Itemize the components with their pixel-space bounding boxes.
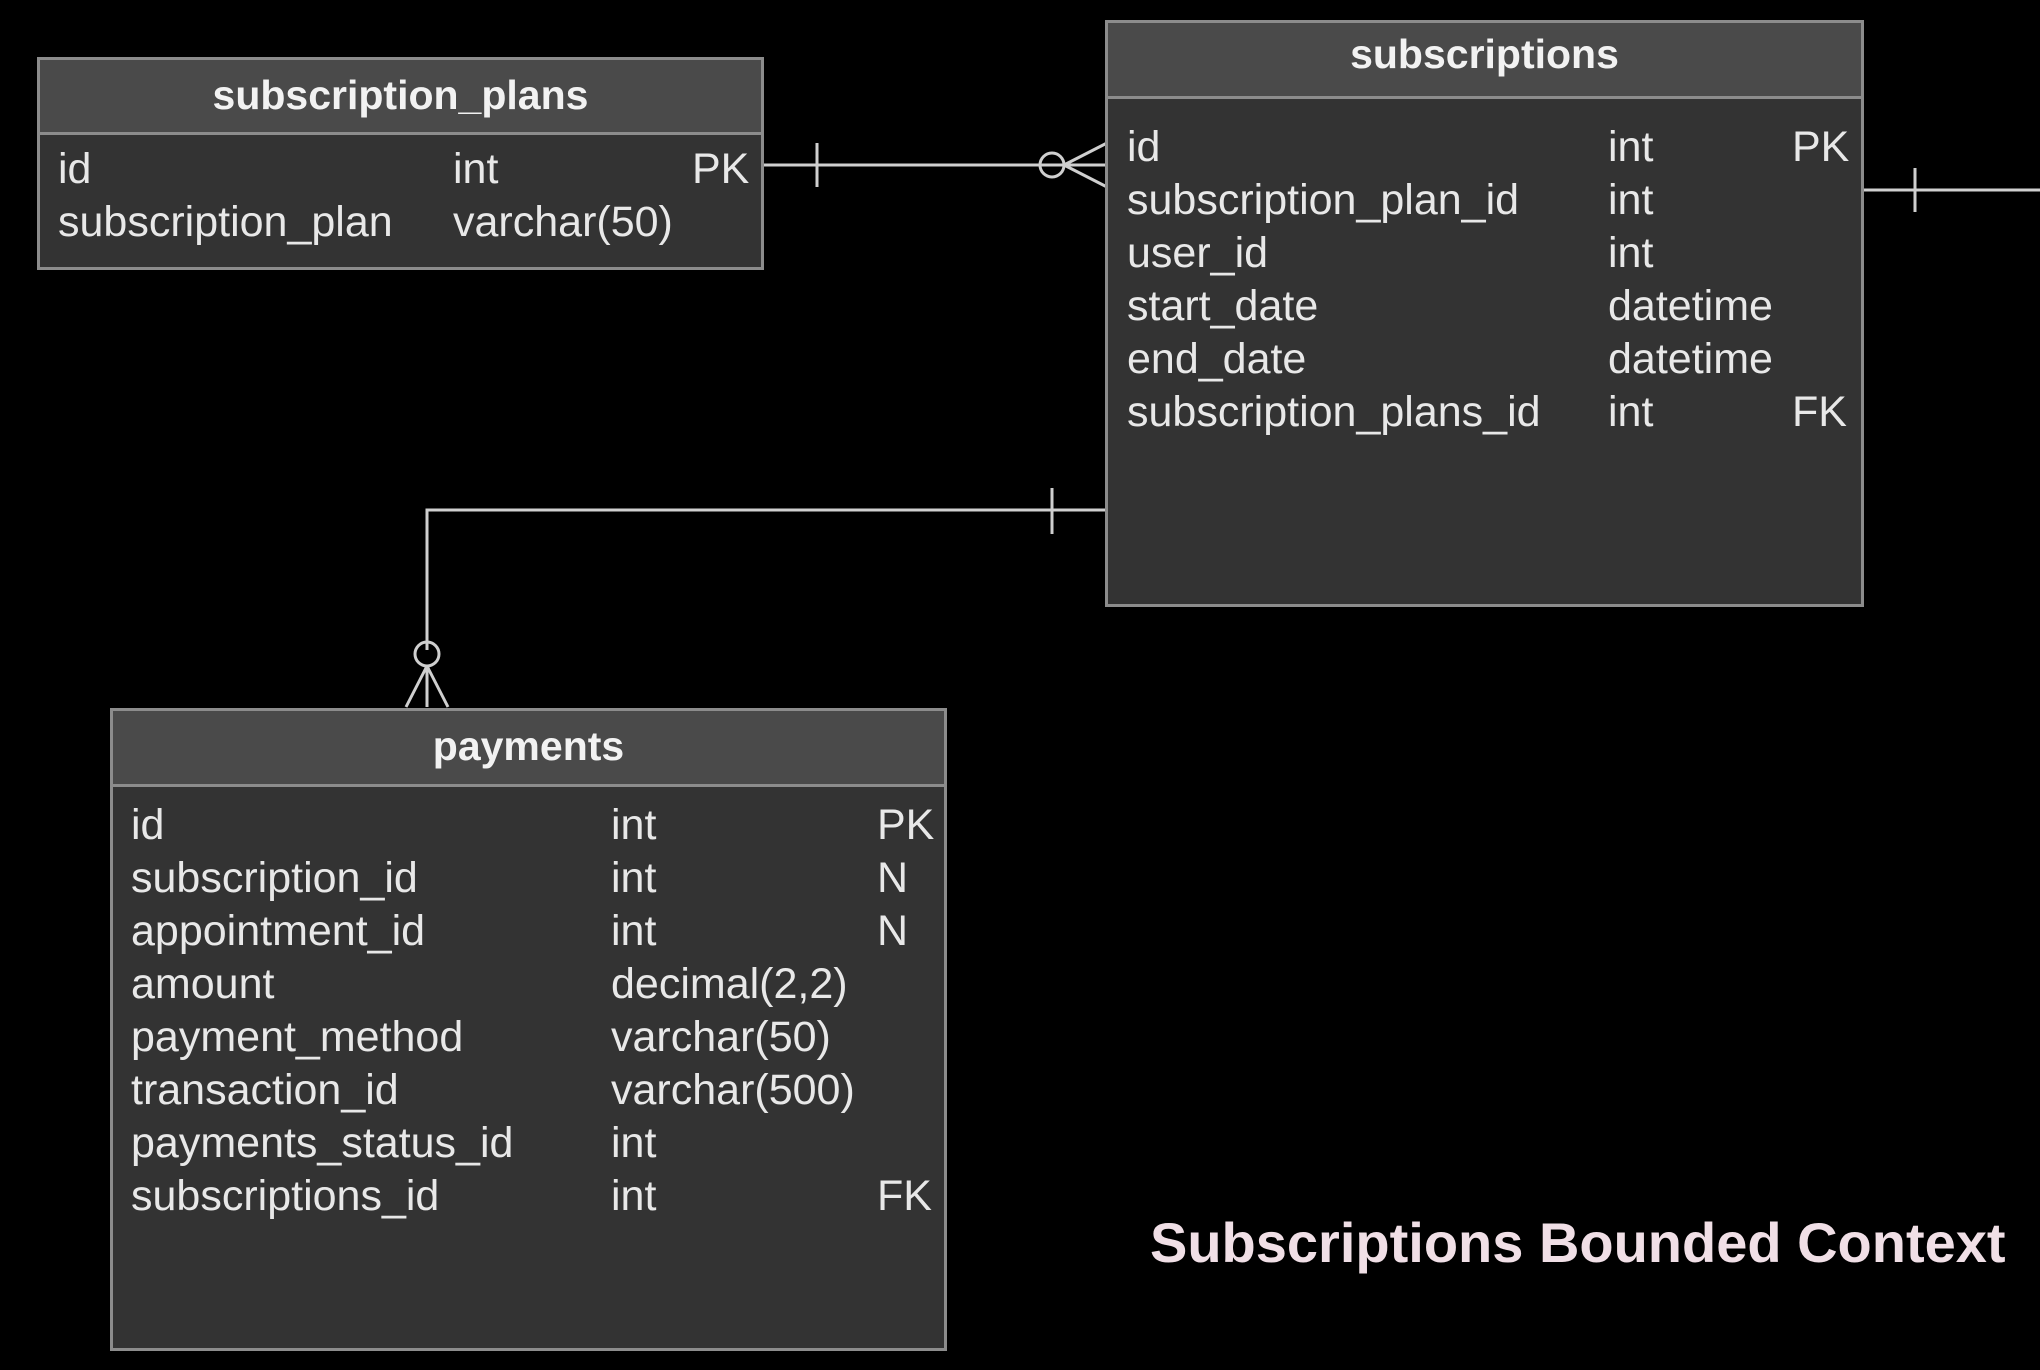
entity-subscription-plans[interactable]: subscription_plans id int PK subscriptio… — [37, 57, 764, 270]
entity-subscriptions[interactable]: subscriptions id int PK subscription_pla… — [1105, 20, 1864, 607]
attribute-name: subscriptions_id — [131, 1172, 440, 1220]
entity-attributes: id int PK subscription_plan_id int user_… — [1108, 99, 1861, 441]
attribute-type: int — [1608, 176, 1654, 224]
attribute-name: start_date — [1127, 282, 1319, 330]
attribute-row: amount decimal(2,2) — [113, 960, 944, 1013]
attribute-name: id — [58, 145, 92, 193]
entity-payments[interactable]: payments id int PK subscription_id int N… — [110, 708, 947, 1351]
attribute-type: int — [611, 907, 657, 955]
entity-title-subscriptions: subscriptions — [1108, 23, 1861, 99]
attribute-type: int — [611, 801, 657, 849]
attribute-type: int — [1608, 388, 1654, 436]
attribute-name: transaction_id — [131, 1066, 399, 1114]
attribute-row: id int PK — [113, 801, 944, 854]
entity-title-subscription-plans: subscription_plans — [40, 60, 761, 135]
attribute-row: subscriptions_id int FK — [113, 1172, 944, 1225]
attribute-key: N — [877, 907, 909, 955]
attribute-key: FK — [1792, 388, 1847, 436]
entity-attributes: id int PK subscription_id int N appointm… — [113, 787, 944, 1225]
attribute-type: varchar(500) — [611, 1066, 855, 1114]
attribute-name: subscription_plans_id — [1127, 388, 1541, 436]
attribute-key: FK — [877, 1172, 932, 1220]
attribute-name: payments_status_id — [131, 1119, 514, 1167]
attribute-name: subscription_plan — [58, 198, 393, 246]
attribute-row: payment_method varchar(50) — [113, 1013, 944, 1066]
attribute-type: datetime — [1608, 282, 1773, 330]
attribute-name: subscription_plan_id — [1127, 176, 1520, 224]
attribute-row: subscription_plans_id int FK — [1108, 388, 1861, 441]
attribute-key: PK — [1792, 123, 1850, 171]
attribute-type: int — [611, 1119, 657, 1167]
attribute-row: subscription_plan varchar(50) — [40, 198, 761, 251]
subscriptions-crowfoot-a — [1063, 141, 1108, 167]
bounded-context-title: Subscriptions Bounded Context — [1150, 1211, 2006, 1274]
attribute-name: subscription_id — [131, 854, 418, 902]
attribute-type: int — [611, 1172, 657, 1220]
attribute-row: appointment_id int N — [113, 907, 944, 960]
subscriptions-crowfoot-b — [1063, 163, 1108, 189]
attribute-name: payment_method — [131, 1013, 464, 1061]
attribute-row: subscription_plan_id int — [1108, 176, 1861, 229]
attribute-key: PK — [877, 801, 935, 849]
attribute-type: int — [1608, 229, 1654, 277]
attribute-row: start_date datetime — [1108, 282, 1861, 335]
attribute-key: PK — [692, 145, 750, 193]
attribute-type: int — [1608, 123, 1654, 171]
attribute-row: transaction_id varchar(500) — [113, 1066, 944, 1119]
attribute-name: appointment_id — [131, 907, 426, 955]
attribute-type: decimal(2,2) — [611, 960, 848, 1008]
attribute-row: id int PK — [40, 145, 761, 198]
payments-crowfoot-b — [425, 665, 450, 708]
entity-title-payments: payments — [113, 711, 944, 787]
attribute-type: datetime — [1608, 335, 1773, 383]
payments-crowfoot-a — [404, 665, 429, 708]
attribute-row: payments_status_id int — [113, 1119, 944, 1172]
subscriptions-to-payments-line — [425, 508, 1107, 650]
attribute-row: id int PK — [1108, 123, 1861, 176]
attribute-name: id — [131, 801, 165, 849]
attribute-row: subscription_id int N — [113, 854, 944, 907]
attribute-type: int — [611, 854, 657, 902]
attribute-type: varchar(50) — [453, 198, 673, 246]
attribute-type: varchar(50) — [611, 1013, 831, 1061]
attribute-name: amount — [131, 960, 275, 1008]
entity-attributes: id int PK subscription_plan varchar(50) — [40, 135, 761, 251]
attribute-name: id — [1127, 123, 1161, 171]
attribute-row: user_id int — [1108, 229, 1861, 282]
attribute-type: int — [453, 145, 499, 193]
attribute-name: user_id — [1127, 229, 1269, 277]
attribute-row: end_date datetime — [1108, 335, 1861, 388]
attribute-name: end_date — [1127, 335, 1307, 383]
attribute-key: N — [877, 854, 909, 902]
